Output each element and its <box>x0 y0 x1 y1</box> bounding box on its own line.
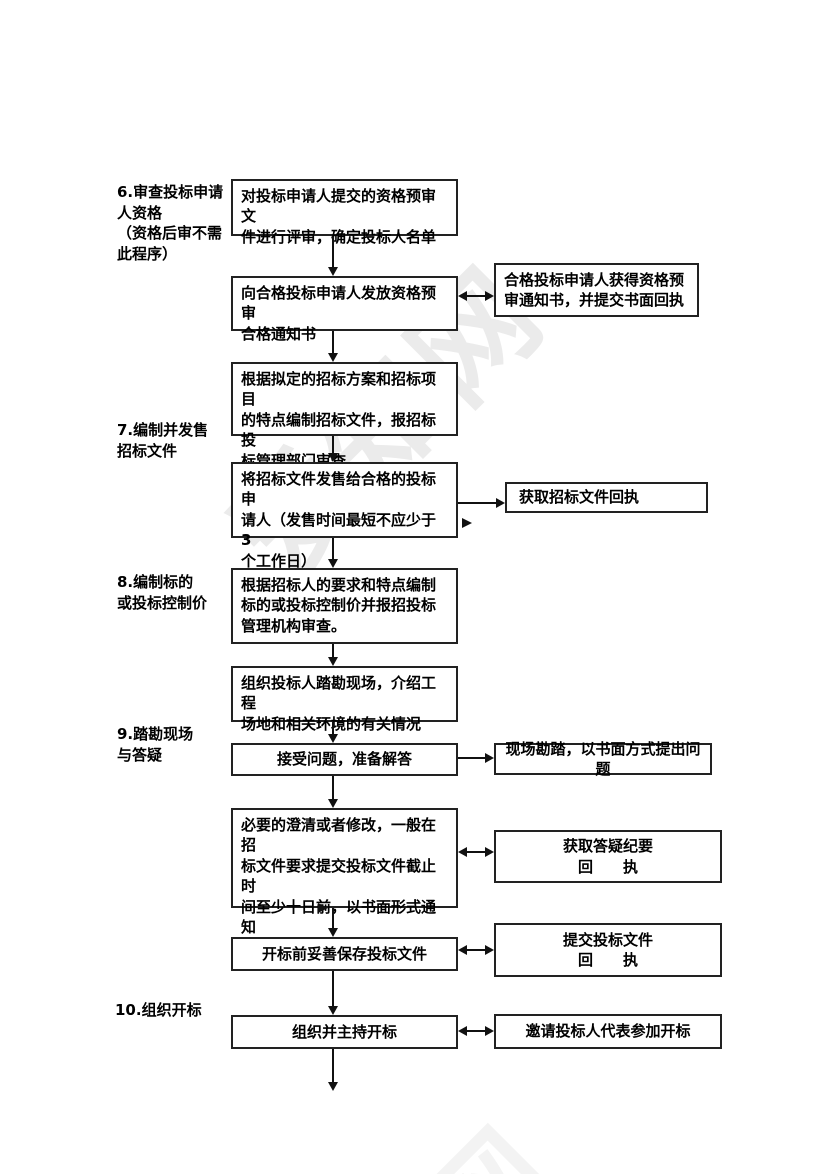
flow-arrow-down-icon <box>327 436 339 462</box>
flow-arrow-double-icon <box>458 290 494 302</box>
section-label-6: 6.审查投标申请 人资格 （资格后审不需 此程序） <box>117 183 224 264</box>
flow-arrow-down-icon <box>327 1049 339 1091</box>
box-sell-tender-docs: 将招标文件发售给合格的投标申 请人（发售时间最短不应少于 3 个工作日） <box>231 462 458 570</box>
box-receive-prequal-notice: 合格投标申请人获得资格预 审通知书，并提交书面回执 <box>494 263 699 317</box>
flow-arrow-double-icon <box>458 944 494 956</box>
box-prepare-tender-docs: 根据拟定的招标方案和招标项目 的特点编制招标文件，报招标投 标管理部门审查 <box>231 362 458 470</box>
section-label-7: 7.编制并发售 招标文件 <box>117 421 209 460</box>
flow-arrow-down-icon <box>327 908 339 937</box>
arrowhead-left-icon <box>458 291 467 301</box>
flow-arrow-down-icon <box>327 236 339 276</box>
flow-arrow-double-icon <box>458 846 494 858</box>
watermark-text-bottom: 爱知网 <box>160 1042 630 1174</box>
stray-arrowhead-icon <box>318 903 328 913</box>
box-invite-reps: 邀请投标人代表参加开标 <box>494 1014 722 1049</box>
section-label-10: 10.组织开标 <box>115 1001 202 1019</box>
flow-arrow-down-icon <box>327 538 339 568</box>
box-issue-prequal-notice: 向合格投标申请人发放资格预审 合格通知书 <box>231 276 458 343</box>
box-keep-bids: 开标前妥善保存投标文件 <box>231 937 458 971</box>
flow-arrow-down-icon <box>327 776 339 808</box>
section-label-8: 8.编制标的 或投标控制价 <box>117 573 208 612</box>
arrowhead-right-icon <box>485 291 494 301</box>
box-qa-receipt: 获取答疑纪要 回 执 <box>494 830 722 883</box>
flow-arrow-down-icon <box>327 722 339 743</box>
flow-arrow-right-icon <box>458 497 505 509</box>
flow-arrow-double-icon <box>458 1025 494 1037</box>
box-review-prequalification: 对投标申请人提交的资格预审文 件进行评审，确定投标人名单 <box>231 179 458 246</box>
flow-arrow-right-icon <box>458 752 494 764</box>
box-accept-questions: 接受问题，准备解答 <box>231 743 458 776</box>
arrow-shaft <box>463 295 489 297</box>
box-bid-receipt: 提交投标文件 回 执 <box>494 923 722 977</box>
box-get-docs-receipt: 获取招标文件回执 <box>505 482 708 513</box>
box-host-opening: 组织并主持开标 <box>231 1015 458 1049</box>
flow-arrow-down-icon <box>327 644 339 666</box>
box-prepare-base-price: 根据招标人的要求和特点编制 标的或投标控制价并报招投标 管理机构审查。 <box>231 568 458 644</box>
stray-arrowhead-icon <box>462 518 472 528</box>
box-site-questions: 现场勘踏，以书面方式提出问题 <box>494 740 712 778</box>
box-clarifications: 必要的澄清或者修改，一般在招 标文件要求提交投标文件截止时 间至少十日前，以书面… <box>231 808 458 956</box>
flow-arrow-down-icon <box>327 971 339 1015</box>
box-site-visit: 组织投标人踏勘现场，介绍工程 场地和相关环境的有关情况 <box>231 666 458 733</box>
flow-arrow-down-icon <box>327 331 339 362</box>
section-label-9: 9.踏勘现场 与答疑 <box>117 725 194 764</box>
